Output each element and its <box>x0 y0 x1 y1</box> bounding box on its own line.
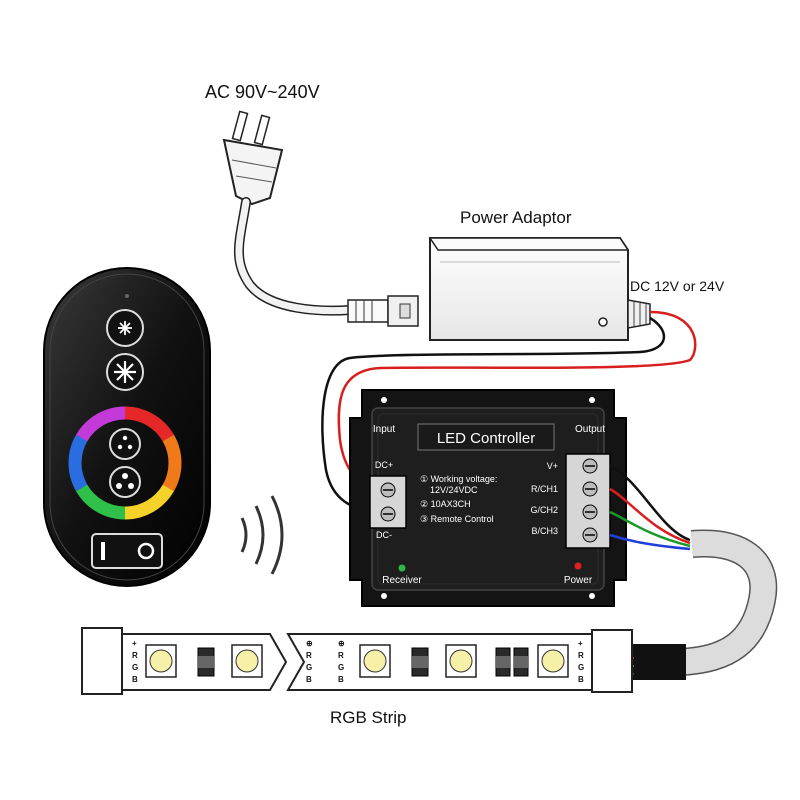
strip-pin-mid-plus: ⊕ <box>306 639 313 648</box>
controller-input-label: Input <box>373 424 395 435</box>
power-label: Power <box>564 575 593 586</box>
dc-wire-red <box>337 310 697 492</box>
led-chip <box>145 644 177 678</box>
controller-output-label: Output <box>575 424 605 435</box>
channel-label-g: G/CH2 <box>530 505 558 515</box>
channel-label-vplus: V+ <box>547 461 558 471</box>
strip-pin-mid-b: B <box>306 675 312 684</box>
led-chip <box>359 644 391 678</box>
spec-line-2: 12V/24VDC <box>430 485 478 495</box>
dc-wire-black <box>321 316 666 514</box>
resistor <box>197 647 215 677</box>
power-led <box>574 562 582 570</box>
channel-label-r: R/CH1 <box>531 484 558 494</box>
ac-plug-icon <box>222 110 284 206</box>
strip-pin-end-plus: + <box>578 639 583 648</box>
color-wheel-icon[interactable] <box>57 395 194 532</box>
resistor <box>495 647 511 677</box>
power-adaptor-label: Power Adaptor <box>460 208 572 227</box>
wireless-signal-icon <box>240 495 284 575</box>
brightness-low-icon[interactable] <box>106 309 144 347</box>
strip-pin-plus: + <box>132 639 137 648</box>
strip-pin-end-g: G <box>578 663 584 672</box>
dc-plus-label: DC+ <box>375 460 393 470</box>
strip-pin-mid2-b: B <box>338 675 344 684</box>
spec-line-4: ③ Remote Control <box>420 514 494 524</box>
mode-dots-icon[interactable] <box>109 428 141 498</box>
strip-heat-shrink <box>630 644 686 680</box>
spec-line-3: ② 10AX3CH <box>420 499 471 509</box>
strip-pin-end-r: R <box>578 651 584 660</box>
strip-pin-mid-r: R <box>306 651 312 660</box>
channel-label-b: B/CH3 <box>531 526 558 536</box>
resistor <box>513 647 529 677</box>
dc-minus-label: DC- <box>376 530 392 540</box>
spec-line-1: ① Working voltage: <box>420 474 497 484</box>
strip-pin-mid2-plus: ⊕ <box>338 639 345 648</box>
led-chip <box>445 644 477 678</box>
rgb-strip-label: RGB Strip <box>330 708 407 727</box>
adaptor-input-connector <box>347 295 419 327</box>
strip-pin-b: B <box>132 675 138 684</box>
strip-pin-end-b: B <box>578 675 584 684</box>
power-adaptor <box>428 237 651 341</box>
led-controller: LED Controller Input Output DC+ DC- ① Wo… <box>349 389 627 607</box>
resistor <box>411 647 429 677</box>
strip-pin-g: G <box>132 663 138 672</box>
controller-title: LED Controller <box>437 430 535 447</box>
strip-pin-mid2-r: R <box>338 651 344 660</box>
power-toggle-icon[interactable] <box>91 533 163 569</box>
led-chip <box>231 644 263 678</box>
ac-input-label: AC 90V~240V <box>205 82 320 102</box>
strip-end-cap <box>81 627 123 695</box>
strip-pin-mid2-g: G <box>338 663 344 672</box>
output-wires <box>609 464 691 551</box>
rf-remote <box>43 267 211 587</box>
led-chip <box>537 644 569 678</box>
brightness-high-icon[interactable] <box>106 353 144 391</box>
strip-connector <box>591 629 633 693</box>
receiver-label: Receiver <box>382 575 422 586</box>
strip-pin-r: R <box>132 651 138 660</box>
receiver-led <box>398 564 406 572</box>
dc-output-label: DC 12V or 24V <box>630 278 725 294</box>
strip-pin-mid-g: G <box>306 663 312 672</box>
